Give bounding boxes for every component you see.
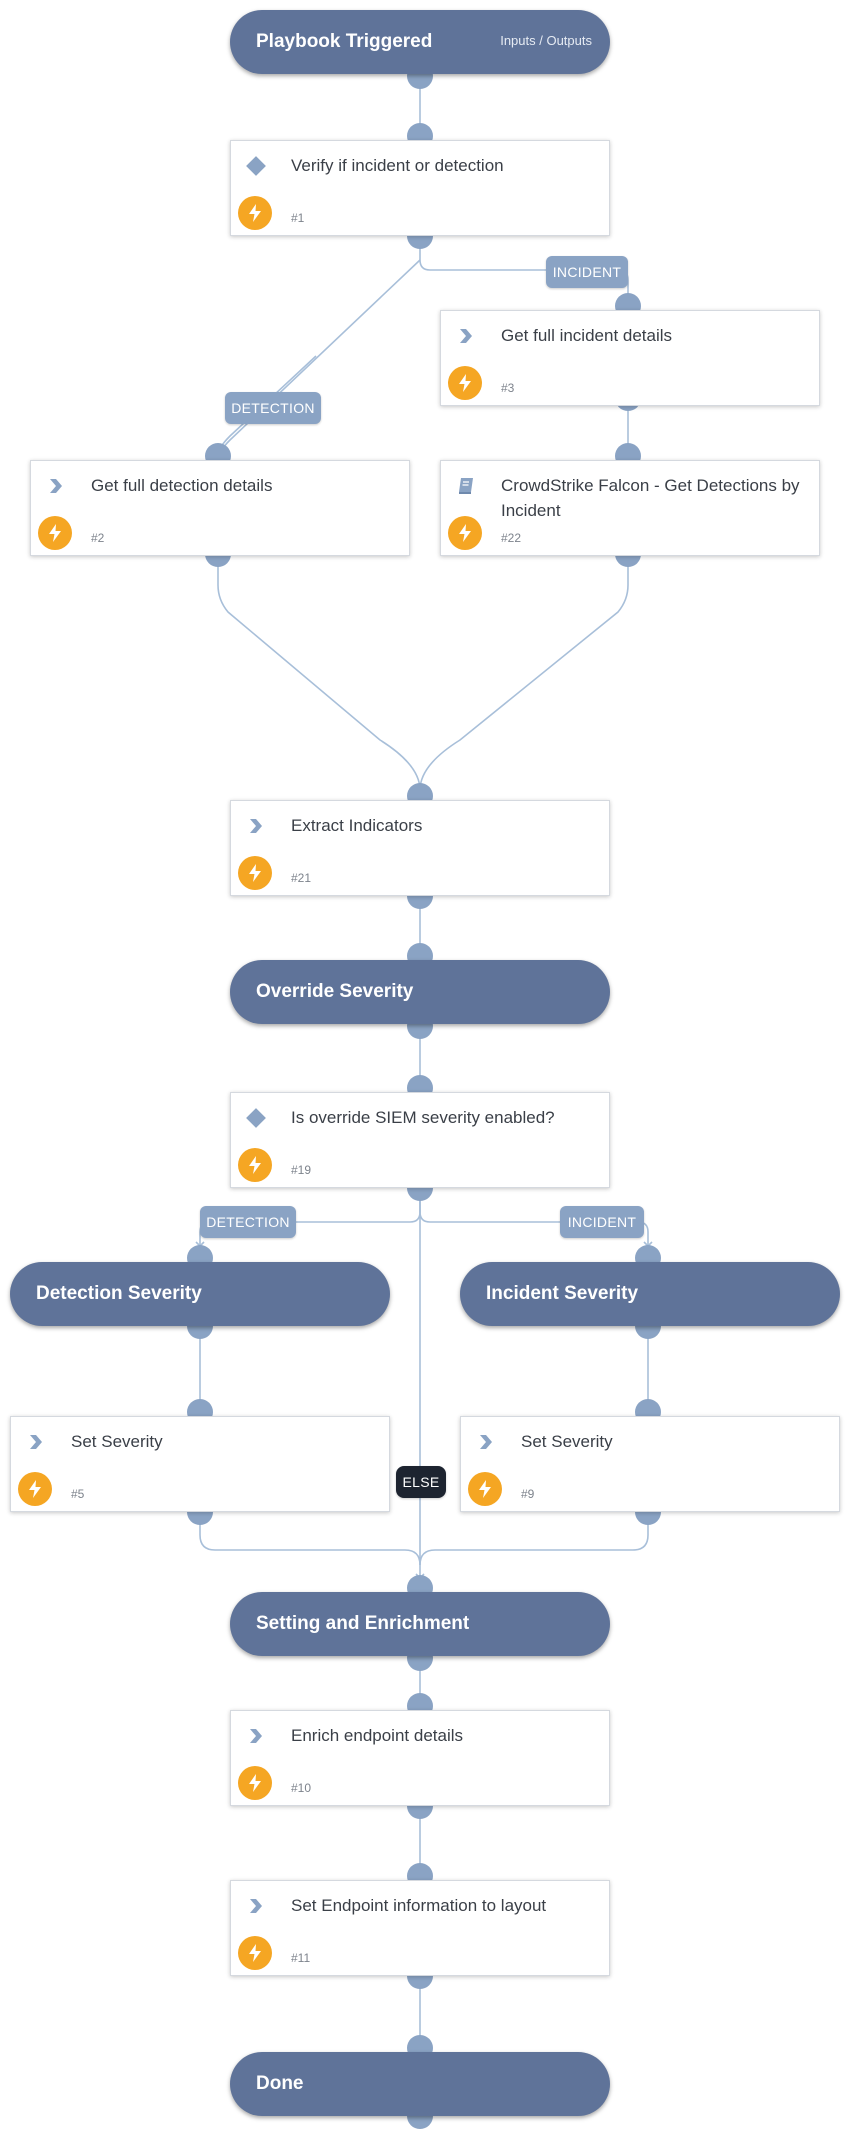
section-incident-severity[interactable]: Incident Severity [460, 1262, 840, 1326]
task-title: Get full detection details [91, 476, 273, 495]
chevron-icon [455, 325, 477, 347]
task-crowdstrike-get-detections[interactable]: CrowdStrike Falcon - Get Detections by I… [440, 460, 820, 556]
section-title: Incident Severity [486, 1283, 639, 1304]
task-number: #22 [501, 531, 522, 545]
task-number: #9 [521, 1487, 535, 1501]
task-number: #5 [71, 1487, 85, 1501]
task-get-full-incident-details[interactable]: Get full incident details #3 [440, 310, 820, 406]
lightning-icon [238, 1766, 272, 1800]
task-number: #2 [91, 531, 105, 545]
task-title: Get full incident details [501, 326, 673, 345]
task-number: #11 [291, 1951, 311, 1965]
branch-label-detection: DETECTION [225, 392, 321, 424]
task-title: Set Severity [521, 1432, 613, 1451]
task-number: #19 [291, 1163, 312, 1177]
chevron-icon [245, 1895, 267, 1917]
task-set-severity-incident[interactable]: Set Severity #9 [460, 1416, 840, 1512]
task-get-full-detection-details[interactable]: Get full detection details #2 [30, 460, 410, 556]
branch-label-else: ELSE [396, 1466, 446, 1498]
lightning-icon [38, 516, 72, 550]
chevron-icon [475, 1431, 497, 1453]
branch-label-incident: INCIDENT [546, 256, 628, 288]
edge-t5-to-setting [199, 1512, 421, 1566]
task-is-override-enabled[interactable]: Is override SIEM severity enabled? #19 [230, 1092, 610, 1188]
task-title: Is override SIEM severity enabled? [291, 1108, 555, 1127]
lightning-icon [448, 366, 482, 400]
diamond-icon [245, 1107, 267, 1129]
chevron-icon [25, 1431, 47, 1453]
task-set-endpoint-info-layout[interactable]: Set Endpoint information to layout #11 [230, 1880, 610, 1976]
lightning-icon [238, 1148, 272, 1182]
task-number: #10 [291, 1781, 312, 1795]
chevron-icon [245, 1725, 267, 1747]
edge-t1-to-t2 [217, 259, 421, 461]
lightning-icon [238, 196, 272, 230]
task-set-severity-detection[interactable]: Set Severity #5 [10, 1416, 390, 1512]
task-verify-incident-or-detection[interactable]: Verify if incident or detection #1 [230, 140, 610, 236]
section-title: Detection Severity [36, 1283, 202, 1304]
task-title: Set Severity [71, 1432, 163, 1451]
task-number: #3 [501, 381, 515, 395]
section-playbook-triggered[interactable]: Playbook Triggered Inputs / Outputs [230, 10, 610, 74]
task-title: CrowdStrike Falcon - Get Detections by I… [501, 476, 800, 520]
lightning-icon [468, 1472, 502, 1506]
task-title: Enrich endpoint details [291, 1726, 464, 1745]
task-title: Extract Indicators [291, 816, 423, 835]
section-title: Override Severity [256, 981, 414, 1002]
edge-t22-to-t21 [415, 554, 629, 792]
edge-t2-to-t21 [217, 554, 425, 792]
task-enrich-endpoint-details[interactable]: Enrich endpoint details #10 [230, 1710, 610, 1806]
lightning-icon [238, 1936, 272, 1970]
section-override-severity[interactable]: Override Severity [230, 960, 610, 1024]
branch-label-detection-severity: DETECTION [200, 1206, 296, 1238]
task-number: #21 [291, 871, 312, 885]
book-icon [455, 475, 477, 497]
lightning-icon [448, 516, 482, 550]
task-extract-indicators[interactable]: Extract Indicators #21 [230, 800, 610, 896]
task-title: Verify if incident or detection [291, 156, 504, 175]
section-done[interactable]: Done [230, 2052, 610, 2116]
lightning-icon [238, 856, 272, 890]
diamond-icon [245, 155, 267, 177]
branch-label-incident-severity: INCIDENT [560, 1206, 644, 1238]
section-detection-severity[interactable]: Detection Severity [10, 1262, 390, 1326]
section-setting-and-enrichment[interactable]: Setting and Enrichment [230, 1592, 610, 1656]
task-title: Set Endpoint information to layout [291, 1896, 547, 1915]
section-title: Playbook Triggered [256, 31, 433, 52]
chevron-icon [245, 815, 267, 837]
task-number: #1 [291, 211, 305, 225]
inputs-outputs-link[interactable]: Inputs / Outputs [500, 33, 592, 48]
chevron-icon [45, 475, 67, 497]
lightning-icon [18, 1472, 52, 1506]
section-title: Setting and Enrichment [256, 1613, 470, 1634]
edge-t9-to-setting [419, 1512, 649, 1566]
section-title: Done [256, 2073, 304, 2094]
